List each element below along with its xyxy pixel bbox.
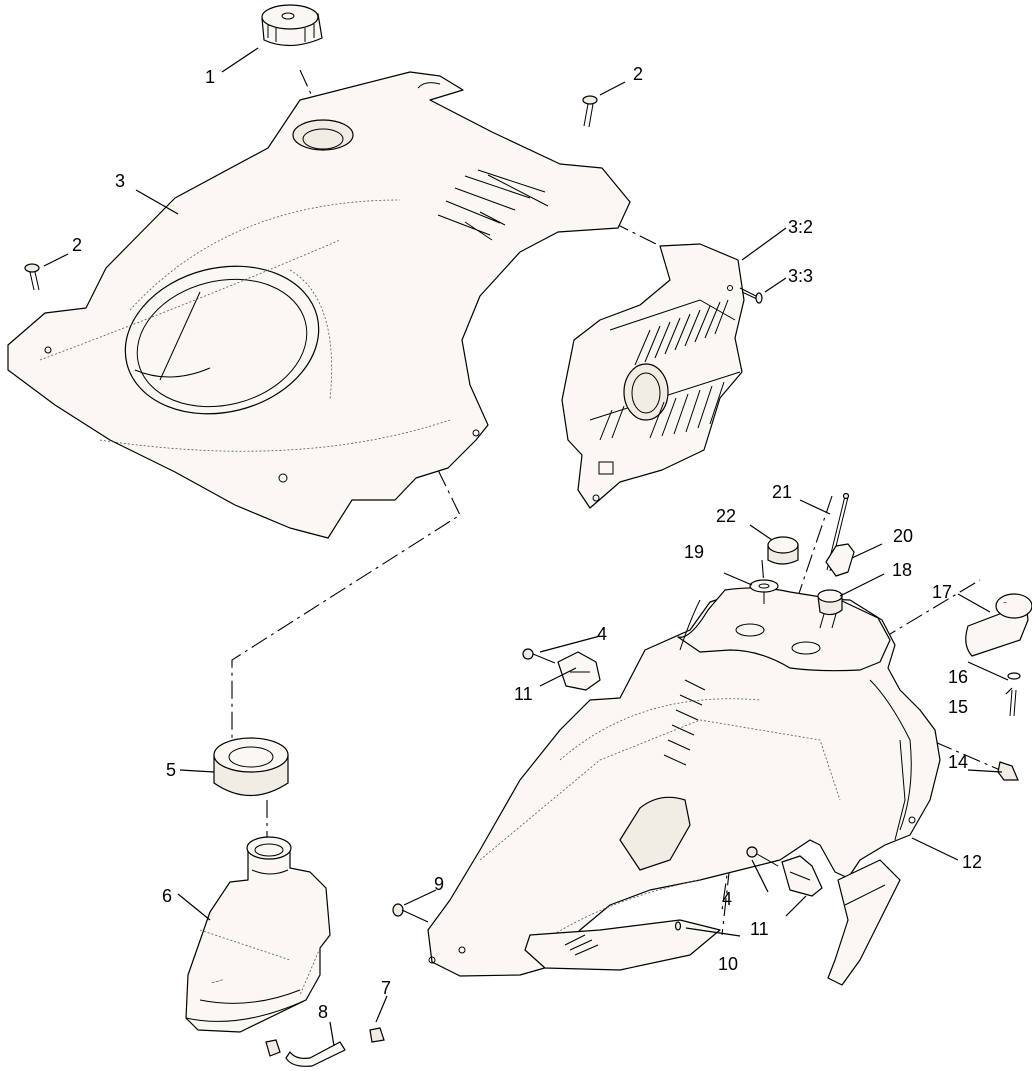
callout-1: 1 [205,67,215,87]
callout-labels: 1 2 3 2 3:2 3:3 21 22 20 19 18 17 4 16 1… [72,64,982,1022]
washer [749,579,779,604]
callout-4a: 4 [597,624,607,644]
callout-3-3: 3:3 [788,266,813,286]
callout-11a: 11 [514,684,533,704]
callout-15: 15 [948,697,968,717]
bracket-upper [557,651,601,691]
callout-22: 22 [716,506,736,526]
grip-screw [1009,689,1017,717]
cable-clip [997,761,1019,781]
callout-6: 6 [162,886,172,906]
callout-8: 8 [318,1002,328,1022]
callout-2a: 2 [633,64,643,84]
callout-9: 9 [434,874,444,894]
pin-10 [674,921,682,931]
bolt-lower [746,846,779,867]
ignition-switch [817,589,843,629]
callout-7: 7 [381,978,391,998]
bolt-upper [522,648,556,664]
screw-2b [24,263,40,291]
side-shroud [561,243,745,509]
callout-19: 19 [684,542,704,562]
screw-3-3 [739,287,763,304]
callout-14: 14 [948,752,968,772]
callout-2b: 2 [72,235,82,255]
callout-5: 5 [166,760,176,780]
callout-10: 10 [718,954,738,974]
callout-16: 16 [948,667,968,687]
grip-washer [1007,672,1021,680]
ignition-key [825,543,855,577]
engine-shroud [7,71,631,539]
fuel-tank: ~~~ [185,836,331,1033]
tank-label-text: ~~~ [211,977,225,987]
callout-21: 21 [772,482,792,502]
grip-label-text: ~ [1003,600,1007,607]
handle-grip: ~ [965,593,1032,657]
hose-clamp-right [369,1027,385,1043]
callout-18: 18 [892,560,912,580]
callout-4b: 4 [722,889,732,909]
leader-lines [43,47,1013,1047]
callout-3: 3 [115,171,125,191]
callout-12: 12 [962,852,982,872]
screw-9 [392,903,429,923]
callout-11b: 11 [750,919,769,939]
fuel-cap [261,4,323,47]
control-console [427,587,941,986]
hose-clamp-left [265,1039,281,1057]
console-vent-slots [663,679,706,766]
fuel-hose [285,1041,346,1067]
callout-20: 20 [893,526,913,546]
choke-knob [767,536,799,565]
callout-3-2: 3:2 [788,217,813,237]
bracket-lower [781,855,823,897]
callout-17: 17 [932,582,952,602]
fuel-grommet [213,737,289,797]
side-shroud-vents [599,299,729,441]
screw-2a [582,95,598,128]
shroud-vent-slots [437,169,549,241]
